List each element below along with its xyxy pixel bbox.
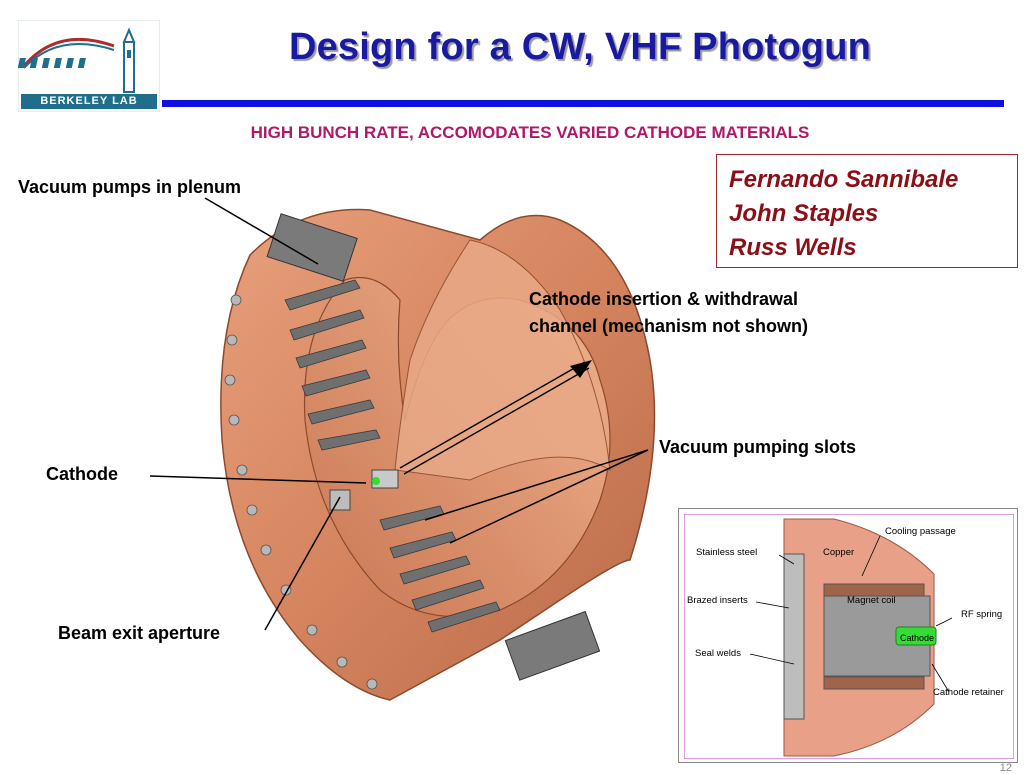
- title-underline: [162, 100, 1004, 107]
- arrow-channel-line-a: [399, 361, 586, 469]
- leader-cathode: [149, 475, 367, 484]
- inset-label-brazed-inserts: Brazed inserts: [687, 595, 748, 606]
- inset-label-copper: Copper: [823, 547, 855, 558]
- leader-beam-exit: [264, 496, 341, 631]
- leader-slots-2: [449, 449, 649, 544]
- cathode-detail-inset: Stainless steel Copper Cooling passage B…: [678, 508, 1018, 763]
- beam-exit: [329, 489, 351, 511]
- authors-box: Fernando Sannibale John Staples Russ Wel…: [716, 154, 1018, 268]
- cathode-detail-drawing: [684, 514, 1014, 759]
- slide-title: Design for a CW, VHF Photogun: [288, 26, 872, 68]
- label-pumping-slots: Vacuum pumping slots: [659, 437, 857, 457]
- flange-studs: [224, 294, 378, 690]
- vacuum-pump-bottom: [504, 610, 601, 681]
- inset-label-rf-spring: RF spring: [961, 609, 1003, 620]
- inset-label-cooling-passage: Cooling passage: [885, 526, 956, 537]
- label-channel-line2: channel (mechanism not shown): [529, 316, 809, 336]
- cathode-dot: [372, 477, 380, 485]
- inset-label-stainless-steel: Stainless steel: [696, 547, 758, 558]
- label-beam-exit: Beam exit aperture: [58, 623, 221, 643]
- arrow-channel-line-b: [403, 367, 590, 475]
- label-channel-line1: Cathode insertion & withdrawal: [529, 289, 799, 309]
- berkeley-lab-logo-graphic: [17, 19, 161, 113]
- author-2: John Staples: [729, 200, 879, 227]
- slide-subtitle: HIGH BUNCH RATE, ACCOMODATES VARIED CATH…: [250, 123, 810, 142]
- vacuum-pump-top: [266, 213, 358, 282]
- label-cathode: Cathode: [46, 464, 118, 484]
- leader-vacuum-pumps: [204, 197, 319, 265]
- inset-label-magnet-coil: Magnet coil: [847, 595, 896, 606]
- inset-label-cathode: Cathode: [900, 633, 935, 643]
- berkeley-lab-logo: BERKELEY LAB: [17, 19, 161, 113]
- arrow-channel-head: [570, 360, 592, 378]
- label-vacuum-pumps: Vacuum pumps in plenum: [18, 177, 242, 197]
- inset-label-seal-welds: Seal welds: [695, 648, 741, 659]
- page-number: 12: [999, 762, 1012, 774]
- logo-text: BERKELEY LAB: [40, 95, 138, 107]
- inset-label-cathode-retainer: Cathode retainer: [933, 687, 1004, 698]
- cathode-channel: [394, 239, 611, 481]
- author-1: Fernando Sannibale: [729, 166, 959, 193]
- author-3: Russ Wells: [729, 234, 857, 261]
- leader-slots-1: [424, 449, 649, 521]
- pumping-slots: [284, 279, 501, 633]
